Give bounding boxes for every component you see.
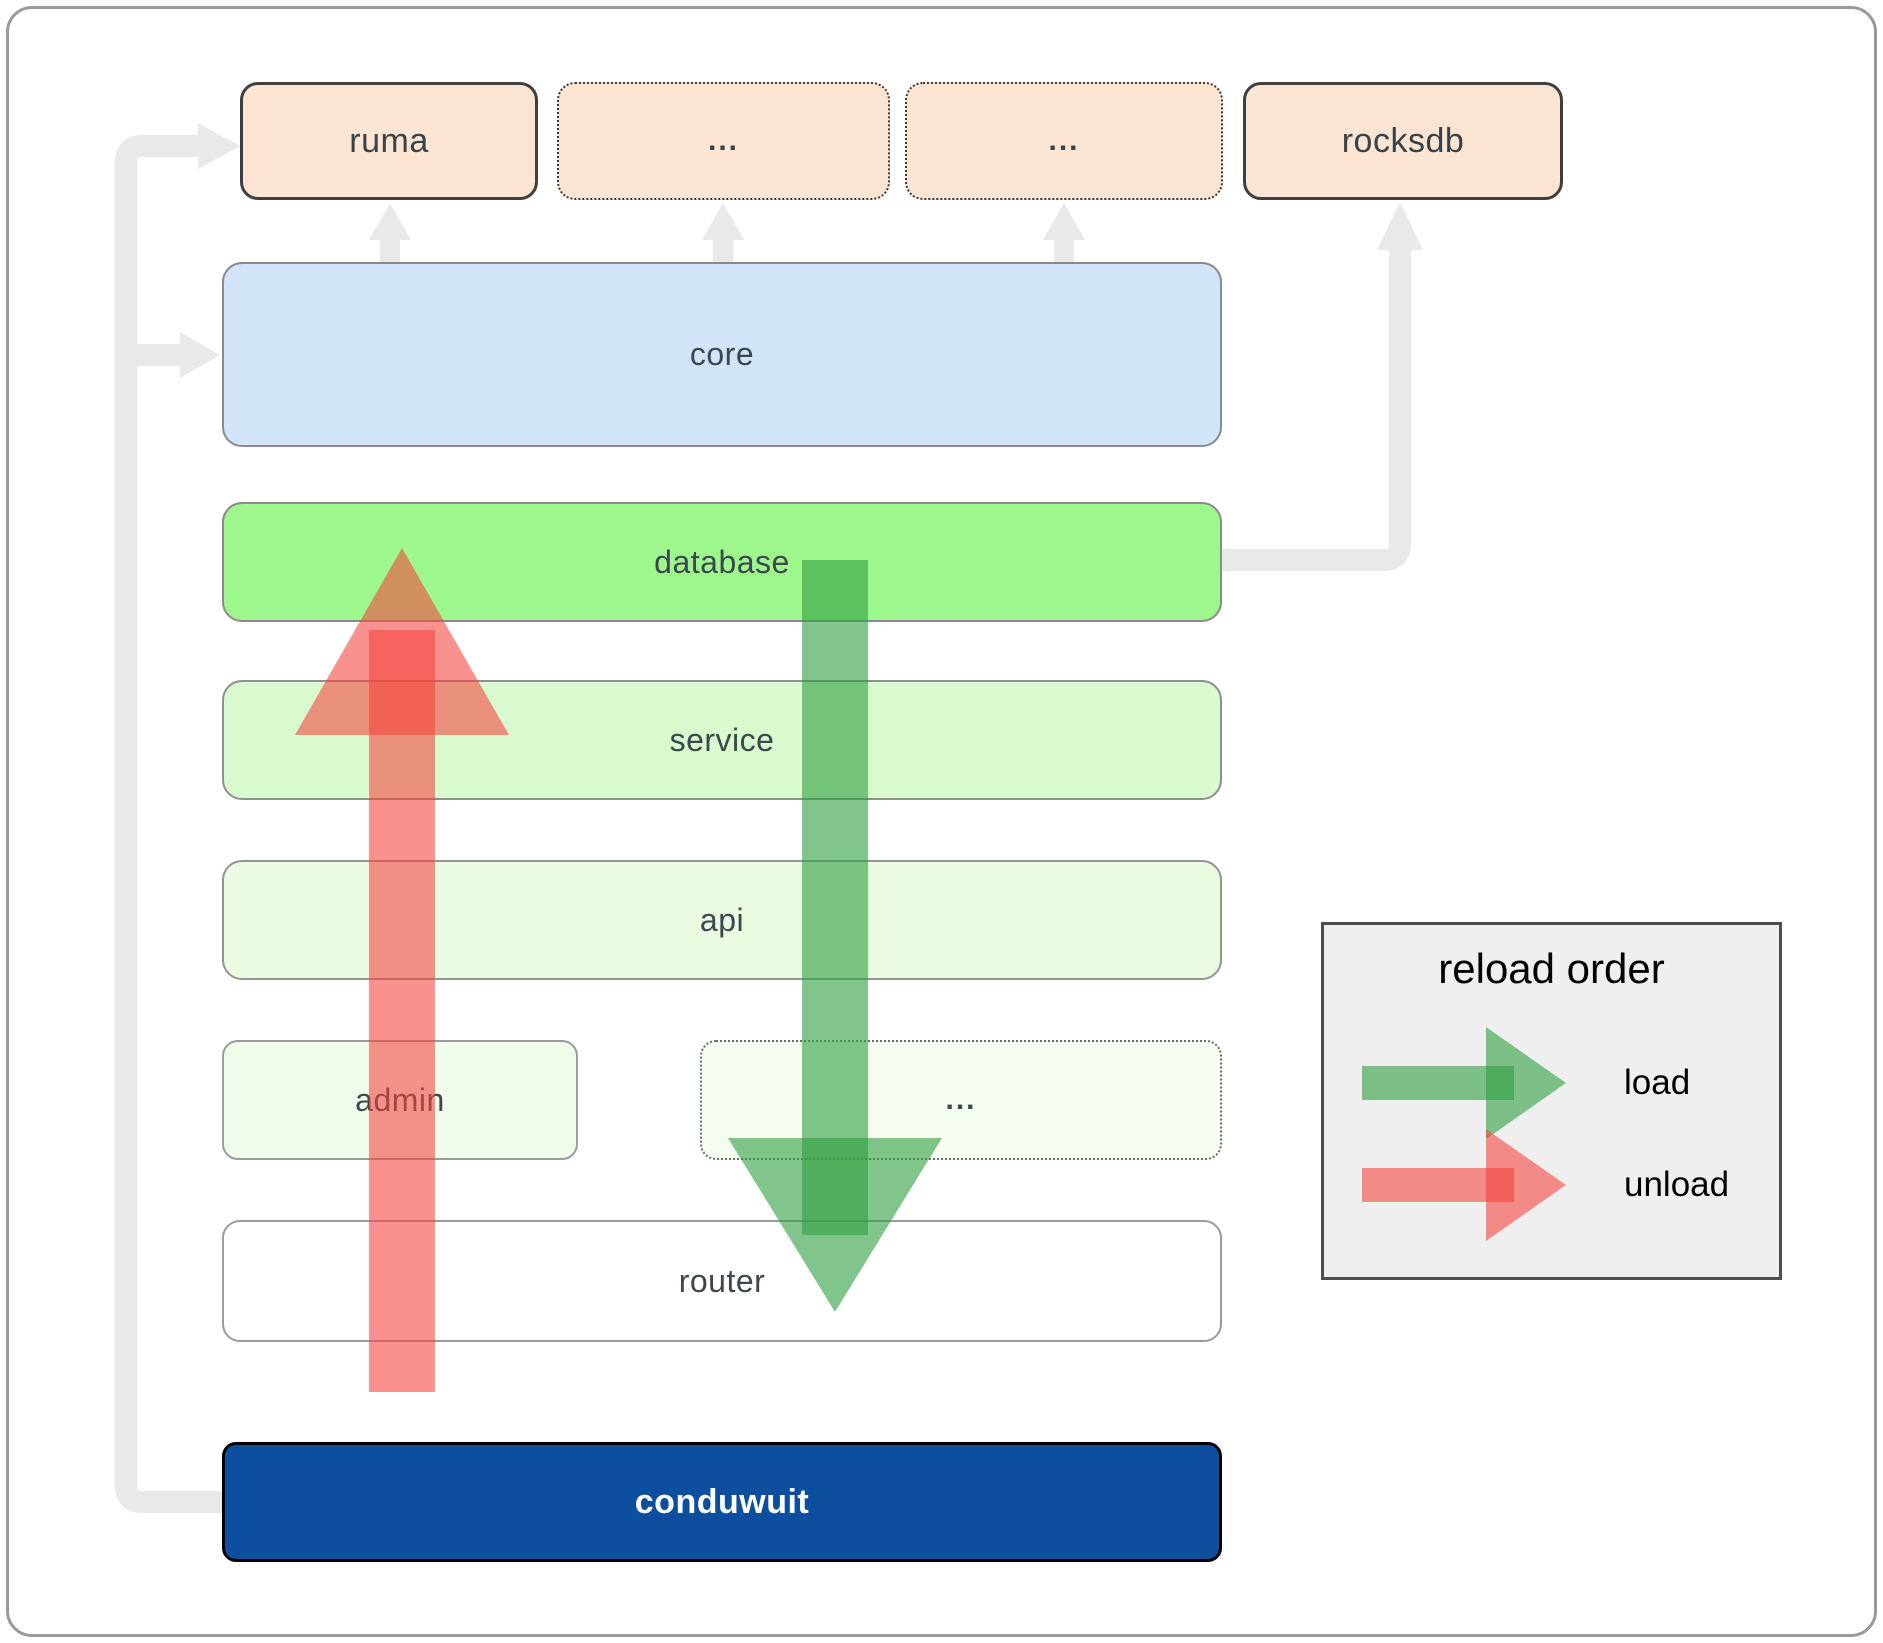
core-to-ruma-arrow-icon bbox=[369, 203, 411, 263]
node-database-label: database bbox=[654, 543, 790, 580]
node-service-label: service bbox=[669, 721, 775, 758]
node-top-ellipsis-2-label: ... bbox=[1048, 124, 1080, 157]
node-admin: admin bbox=[222, 1040, 578, 1160]
node-api-label: api bbox=[699, 901, 745, 938]
arrowhead-into-ruma-icon bbox=[198, 123, 240, 169]
node-top-ellipsis-1-label: ... bbox=[707, 124, 739, 157]
node-router-label: router bbox=[678, 1262, 766, 1299]
node-router: router bbox=[222, 1220, 1222, 1342]
conduwuit-to-ruma-connector bbox=[115, 135, 222, 1513]
node-top-ellipsis-2: ... bbox=[905, 82, 1223, 200]
node-service: service bbox=[222, 680, 1222, 800]
legend-load-label: load bbox=[1624, 1063, 1691, 1102]
legend-unload-arrow-icon bbox=[1362, 1129, 1566, 1241]
legend: reload order load unload bbox=[1321, 922, 1782, 1280]
core-to-ellipsis1-arrow-icon bbox=[702, 203, 744, 263]
node-core-label: core bbox=[689, 336, 755, 372]
legend-load-arrow-icon bbox=[1362, 1027, 1566, 1139]
node-rocksdb-label: rocksdb bbox=[1341, 121, 1465, 160]
node-admin-ellipsis: ... bbox=[700, 1040, 1222, 1160]
arrowhead-into-core-icon bbox=[180, 332, 220, 378]
node-conduwuit-label: conduwuit bbox=[634, 1482, 810, 1521]
database-to-rocksdb-connector bbox=[1222, 250, 1411, 571]
node-top-ellipsis-1: ... bbox=[557, 82, 890, 200]
node-api: api bbox=[222, 860, 1222, 980]
node-rocksdb: rocksdb bbox=[1243, 82, 1563, 200]
node-core: core bbox=[222, 262, 1222, 447]
node-conduwuit: conduwuit bbox=[222, 1442, 1222, 1562]
node-ruma-label: ruma bbox=[349, 121, 429, 160]
arrowhead-into-rocksdb-icon bbox=[1377, 202, 1423, 250]
page-border bbox=[6, 6, 1877, 1637]
node-ruma: ruma bbox=[240, 82, 538, 200]
core-to-ellipsis2-arrow-icon bbox=[1043, 203, 1085, 263]
legend-unload-label: unload bbox=[1624, 1165, 1730, 1204]
node-admin-label: admin bbox=[355, 1081, 445, 1118]
legend-title: reload order bbox=[1438, 945, 1665, 992]
node-admin-ellipsis-label: ... bbox=[945, 1083, 977, 1116]
node-database: database bbox=[222, 502, 1222, 622]
